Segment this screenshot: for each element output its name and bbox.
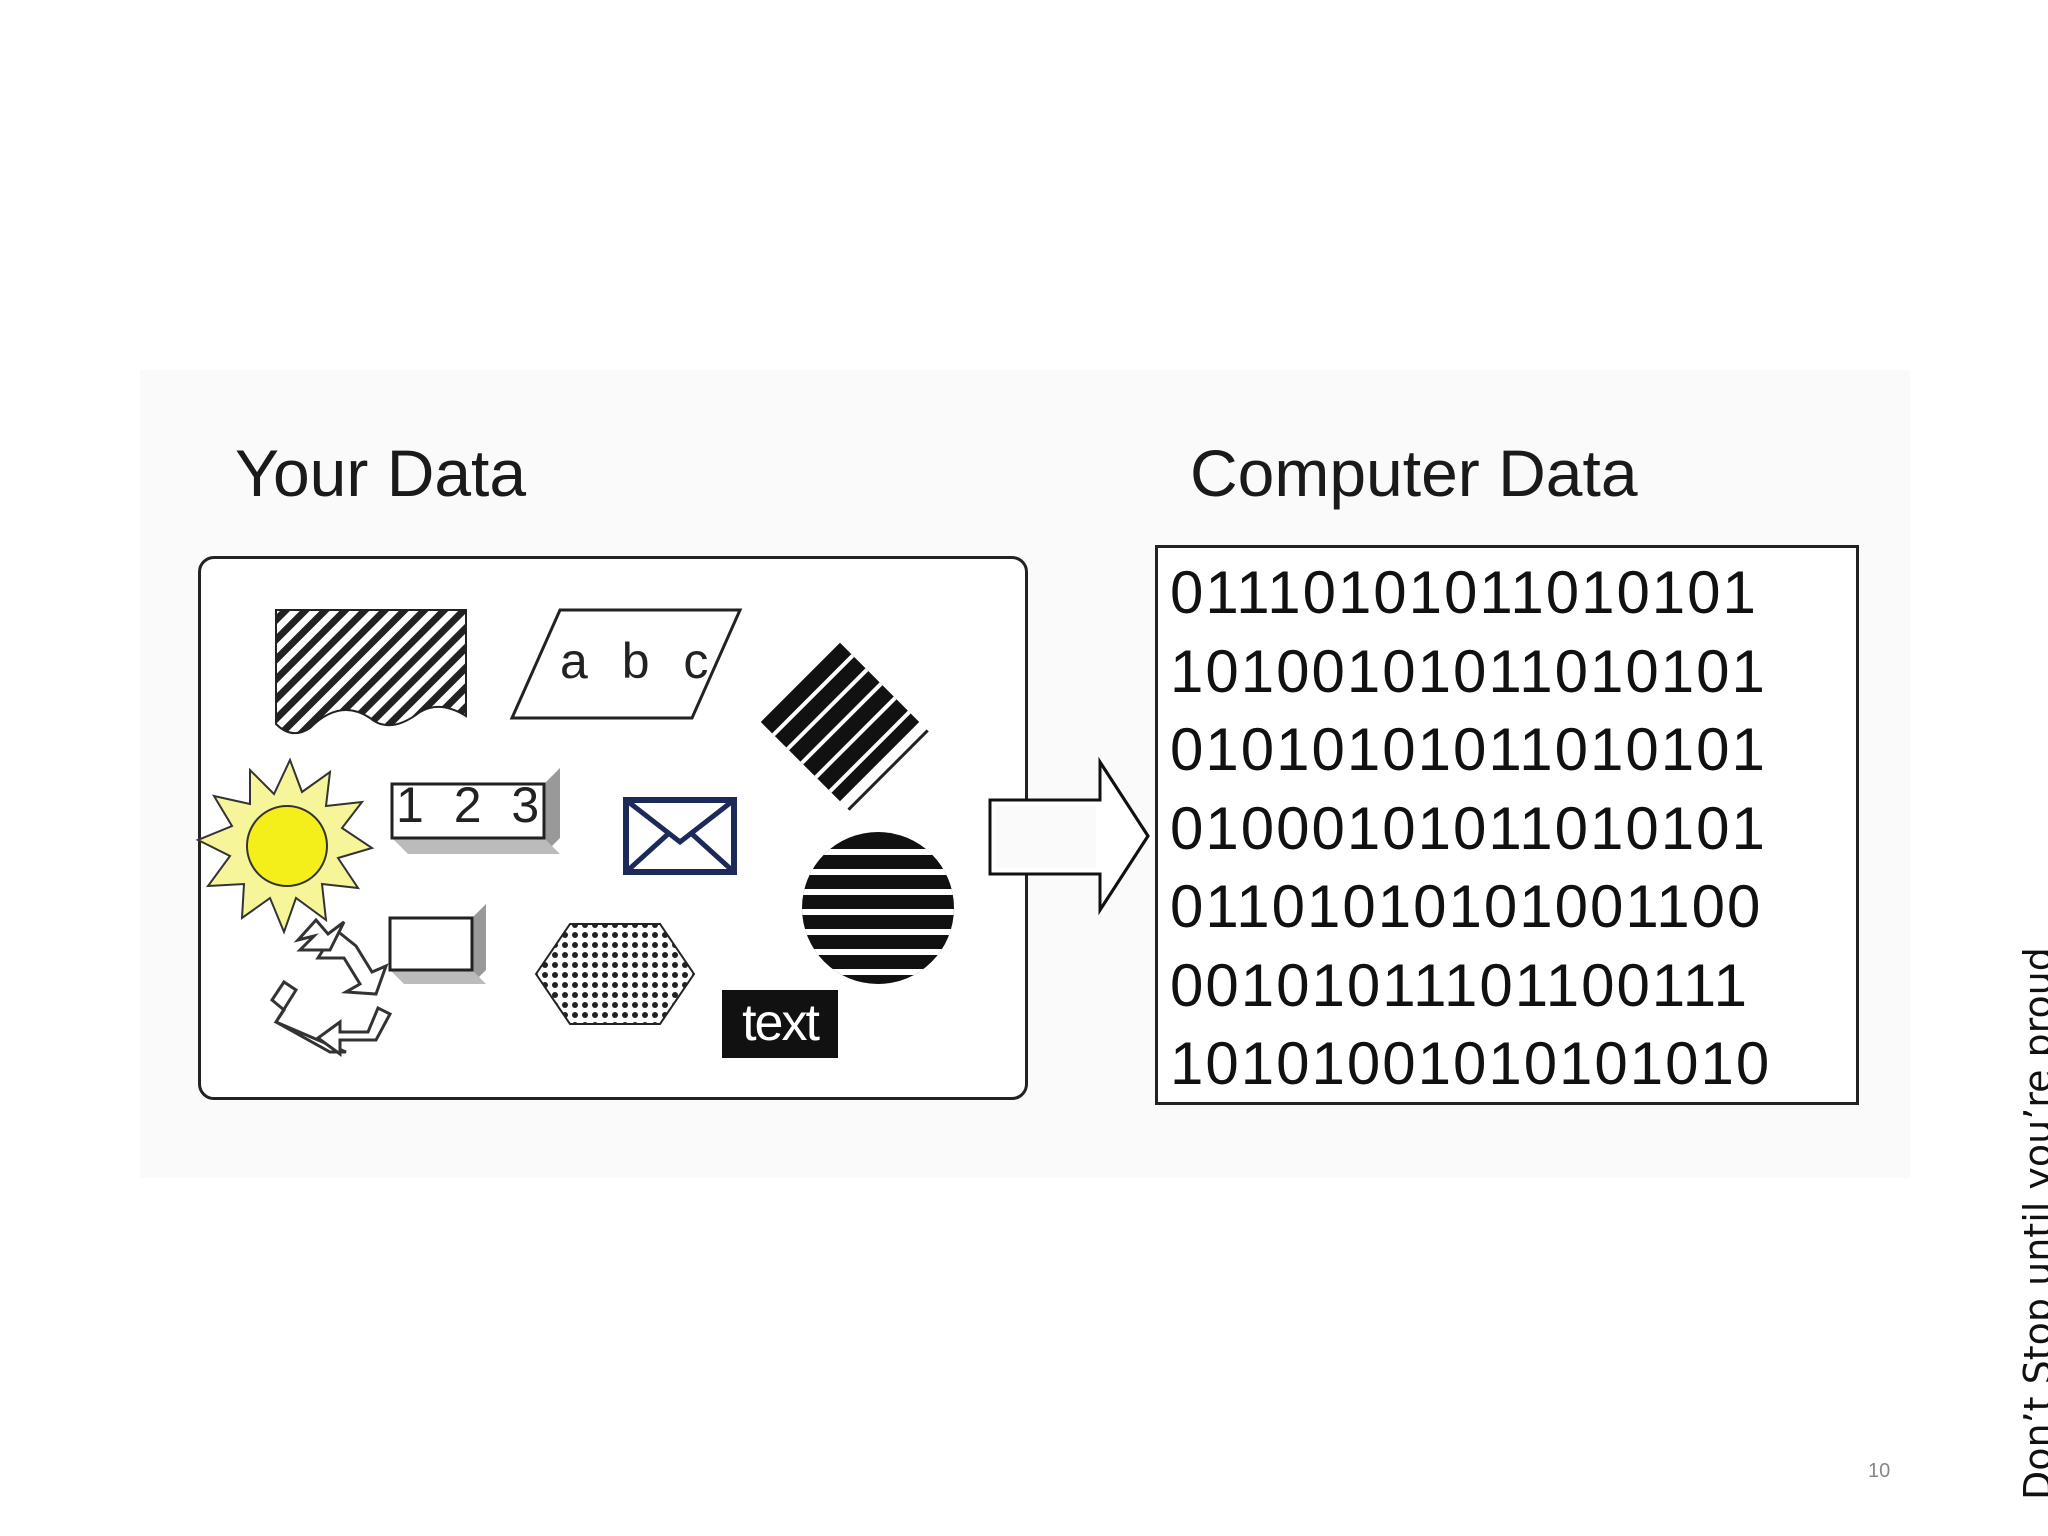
hatched-flag-icon — [276, 610, 466, 733]
binary-line: 01010101011010101 — [1170, 711, 1856, 790]
striped-square-icon — [761, 643, 928, 810]
abc-label: a b c — [560, 632, 718, 690]
sun-icon — [198, 760, 372, 932]
binary-line: 01000101011010101 — [1170, 790, 1856, 869]
binary-line: 01110101011010101 — [1170, 554, 1856, 633]
text-badge: text — [722, 990, 838, 1058]
dotted-hexagon-icon — [536, 924, 694, 1024]
binary-line: 01101010101001100 — [1170, 868, 1856, 947]
number-label: 1 2 3 — [396, 776, 547, 834]
binary-line: 10100101011010101 — [1170, 633, 1856, 712]
recycle-icon — [272, 920, 390, 1054]
envelope-icon — [626, 800, 734, 872]
binary-line: 00101011101100111 — [1170, 947, 1856, 1026]
right-arrow-icon — [990, 762, 1148, 910]
small-cube-icon — [390, 904, 486, 984]
slide-tagline: Don’t Stop until you’re proud — [2016, 947, 2048, 1500]
striped-circle-icon — [800, 832, 960, 984]
page-number: 10 — [1868, 1460, 1890, 1483]
binary-data-box: 01110101011010101 10100101011010101 0101… — [1155, 545, 1859, 1105]
binary-line: 10101001010101010 — [1170, 1025, 1856, 1104]
